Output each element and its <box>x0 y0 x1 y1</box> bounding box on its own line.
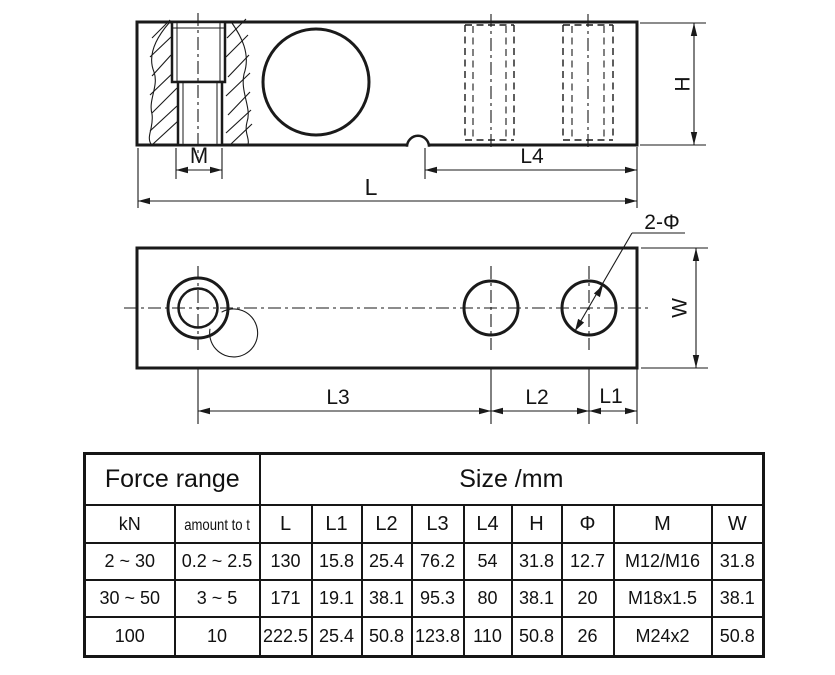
col-header-h: H <box>510 504 563 544</box>
cell: 3 ~ 5 <box>173 579 261 618</box>
dim-l <box>137 148 637 208</box>
cell: 25.4 <box>310 616 363 658</box>
plan-view: 2-Φ W L3 L2 L1 <box>124 211 708 424</box>
cell: M18x1.5 <box>612 579 713 618</box>
cell: 10 <box>173 616 261 658</box>
cell: 130 <box>258 542 313 581</box>
cell: 171 <box>258 579 313 618</box>
header-size-mm: Size /mm <box>258 452 765 506</box>
through-hole-1 <box>462 279 520 337</box>
col-header-l2: L2 <box>360 504 413 544</box>
cell: 100 <box>83 616 176 658</box>
through-hole-2 <box>560 279 618 337</box>
cell: M24x2 <box>612 616 713 658</box>
cell: 38.1 <box>510 579 563 618</box>
cell: 38.1 <box>360 579 413 618</box>
dim-label-l: L <box>365 174 378 200</box>
hole-count-label: 2-Φ <box>644 211 679 234</box>
cell: 80 <box>462 579 513 618</box>
dim-label-w: W <box>669 298 692 318</box>
col-header-l: L <box>258 504 313 544</box>
cell: 50.8 <box>360 616 413 658</box>
col-header-kn: kN <box>83 504 176 544</box>
dim-label-l3: L3 <box>326 386 349 409</box>
cell: 222.5 <box>258 616 313 658</box>
dim-label-h: H <box>672 76 695 91</box>
cell: 50.8 <box>710 616 765 658</box>
cell: 38.1 <box>710 579 765 618</box>
col-header-l3: L3 <box>410 504 465 544</box>
dim-l4 <box>424 147 638 208</box>
cell: 123.8 <box>410 616 465 658</box>
cell: 54 <box>462 542 513 581</box>
cell: 15.8 <box>310 542 363 581</box>
threaded-hole-plan <box>166 266 259 358</box>
table-row: 100 10 222.5 25.4 50.8 123.8 110 50.8 26… <box>83 616 765 658</box>
table-subheader-row: kN amount to t L L1 L2 L3 L4 H Φ M W <box>83 504 765 544</box>
table-row: 30 ~ 50 3 ~ 5 171 19.1 38.1 95.3 80 38.1… <box>83 579 765 618</box>
col-header-amount-label: amount to t <box>184 516 250 534</box>
cell: 110 <box>462 616 513 658</box>
cell: 19.1 <box>310 579 363 618</box>
cell: 12.7 <box>560 542 615 581</box>
header-force-range: Force range <box>83 452 261 506</box>
technical-drawing: M L4 L H <box>124 13 708 424</box>
cell: 26 <box>560 616 615 658</box>
hatching-left <box>149 19 179 145</box>
hole-diameter-callout <box>574 232 685 332</box>
cell: 95.3 <box>410 579 465 618</box>
dim-label-l4: L4 <box>520 145 544 168</box>
cell: 30 ~ 50 <box>83 579 176 618</box>
cell: 31.8 <box>510 542 563 581</box>
col-header-l1: L1 <box>310 504 363 544</box>
hatching-right <box>225 18 253 145</box>
table-row: 2 ~ 30 0.2 ~ 2.5 130 15.8 25.4 76.2 54 3… <box>83 542 765 581</box>
col-header-phi: Φ <box>560 504 615 544</box>
dim-l3-l2-l1 <box>197 368 638 424</box>
cell: 20 <box>560 579 615 618</box>
table-header-row: Force range Size /mm <box>83 452 765 506</box>
dim-h <box>640 22 706 146</box>
dim-m <box>175 148 223 179</box>
body-outline-side <box>135 20 639 147</box>
spec-table: Force range Size /mm kN amount to t L L1… <box>83 452 766 658</box>
cell: 31.8 <box>710 542 765 581</box>
col-header-l4: L4 <box>462 504 513 544</box>
cell: M12/M16 <box>612 542 713 581</box>
hidden-thread-hole-1 <box>464 24 515 141</box>
dim-w <box>641 247 708 369</box>
cell: 25.4 <box>360 542 413 581</box>
col-header-amount: amount to t <box>173 504 261 544</box>
cell: 0.2 ~ 2.5 <box>173 542 261 581</box>
cell: 2 ~ 30 <box>83 542 176 581</box>
top-view: M L4 L H <box>135 13 706 208</box>
dim-label-m: M <box>190 143 208 168</box>
cell: 76.2 <box>410 542 465 581</box>
cell: 50.8 <box>510 616 563 658</box>
col-header-w: W <box>710 504 765 544</box>
threaded-hole-section <box>170 13 227 160</box>
col-header-m: M <box>612 504 713 544</box>
relief-notch <box>405 134 431 147</box>
dim-label-l2: L2 <box>525 386 548 409</box>
dim-label-l1: L1 <box>599 385 622 408</box>
center-bore-circle <box>261 27 371 137</box>
